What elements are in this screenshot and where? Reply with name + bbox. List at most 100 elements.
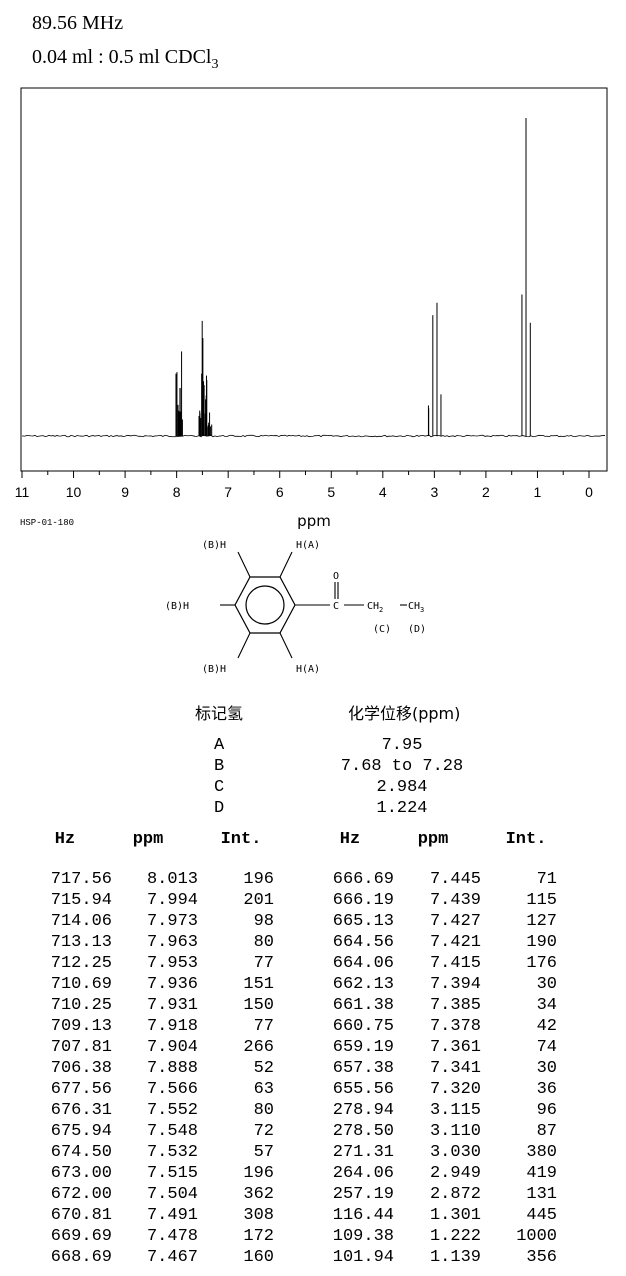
peak-table-header: Hz: [54, 830, 76, 849]
x-tick-label: 1: [534, 484, 542, 500]
spectrometer-frequency: 89.56 MHz: [32, 12, 124, 34]
peak-ppm: 7.888: [146, 1059, 198, 1078]
peak-ppm: 7.467: [146, 1248, 198, 1267]
label-ch3: CH3: [408, 601, 424, 614]
shift-row-value: 1.224: [376, 799, 428, 818]
peak-hz: 713.13: [50, 933, 112, 952]
peak-ppm: 2.872: [429, 1185, 481, 1204]
peak-intensity: 150: [243, 996, 274, 1015]
peak-intensity: 380: [526, 1143, 557, 1162]
peak-ppm: 1.222: [429, 1227, 481, 1246]
peak-hz: 670.81: [50, 1206, 112, 1225]
shift-row-label: D: [214, 799, 225, 818]
peak-hz: 278.50: [332, 1122, 394, 1141]
peak-ppm: 7.504: [146, 1185, 198, 1204]
x-tick-label: 3: [430, 484, 438, 500]
label-oxygen: O: [333, 571, 339, 582]
peak-ppm: 7.904: [146, 1038, 198, 1057]
peak-hz: 109.38: [332, 1227, 394, 1246]
x-tick-label: 11: [15, 484, 30, 500]
peak-hz: 707.81: [50, 1038, 112, 1057]
peak-intensity: 176: [526, 954, 557, 973]
shift-row-label: C: [214, 778, 225, 797]
peak-intensity: 190: [526, 933, 557, 952]
peak-ppm: 7.566: [146, 1080, 198, 1099]
peak-intensity: 131: [526, 1185, 557, 1204]
peak-ppm: 7.953: [146, 954, 198, 973]
peak-intensity: 201: [243, 891, 274, 910]
peak-ppm: 7.491: [146, 1206, 198, 1225]
peak-hz: 677.56: [50, 1080, 112, 1099]
peak-intensity: 52: [253, 1059, 274, 1078]
peak-intensity: 308: [243, 1206, 274, 1225]
peak-hz: 666.19: [332, 891, 394, 910]
x-tick-label: 10: [66, 484, 82, 500]
shift-row-label: A: [214, 736, 225, 755]
peak-ppm: 8.013: [146, 870, 198, 889]
peak-ppm: 7.548: [146, 1122, 198, 1141]
peak-intensity: 419: [526, 1164, 557, 1183]
peak-intensity: 196: [243, 1164, 274, 1183]
x-tick-label: 8: [173, 484, 181, 500]
peak-intensity: 74: [536, 1038, 557, 1057]
peak-hz: 673.00: [50, 1164, 112, 1183]
label-c: (C): [373, 624, 391, 635]
peak-ppm: 7.427: [429, 912, 481, 931]
peak-hz: 674.50: [50, 1143, 112, 1162]
x-tick-label: 0: [585, 484, 593, 500]
peak-ppm: 7.378: [429, 1017, 481, 1036]
peak-ppm: 3.110: [429, 1122, 481, 1141]
benzene-ring: [234, 576, 296, 634]
peak-ppm: 1.139: [429, 1248, 481, 1267]
x-tick-label: 5: [327, 484, 335, 500]
x-tick-label: 2: [482, 484, 490, 500]
peak-ppm: 7.394: [429, 975, 481, 994]
peak-intensity: 30: [536, 1059, 557, 1078]
peak-ppm: 7.552: [146, 1101, 198, 1120]
peak-ppm: 7.994: [146, 891, 198, 910]
peak-hz: 271.31: [332, 1143, 394, 1162]
peak-hz: 715.94: [50, 891, 112, 910]
x-tick-label: 9: [121, 484, 129, 500]
peak-intensity: 98: [253, 912, 274, 931]
peak-intensity: 356: [526, 1248, 557, 1267]
peak-ppm: 7.973: [146, 912, 198, 931]
bond-h-bottom-right: [279, 632, 293, 659]
label-h-top-left: (B)H: [202, 540, 226, 551]
peak-intensity: 42: [536, 1017, 557, 1036]
peak-table-header: ppm: [132, 830, 164, 849]
peak-ppm: 7.963: [146, 933, 198, 952]
peak-ppm: 3.115: [429, 1101, 481, 1120]
peak-ppm: 2.949: [429, 1164, 481, 1183]
peak-table-header: Int.: [220, 830, 262, 849]
peak-ppm: 7.421: [429, 933, 481, 952]
peak-ppm: 7.478: [146, 1227, 198, 1246]
peak-intensity: 445: [526, 1206, 557, 1225]
peak-hz: 101.94: [332, 1248, 394, 1267]
molecule-structure: (B)H H(A) (B)H (B)H H(A) O C CH2 CH3 (C)…: [165, 540, 426, 675]
sample-main: 0.04 ml : 0.5 ml CDCl: [32, 46, 212, 68]
peak-ppm: 7.515: [146, 1164, 198, 1183]
peak-hz: 116.44: [332, 1206, 394, 1225]
peak-ppm: 7.936: [146, 975, 198, 994]
peak-hz: 675.94: [50, 1122, 112, 1141]
sample-description: 0.04 ml : 0.5 ml CDCl3: [32, 46, 218, 73]
label-h-left: (B)H: [165, 601, 189, 612]
peak-intensity: 266: [243, 1038, 274, 1057]
shift-row-value: 2.984: [376, 778, 428, 797]
peak-ppm: 7.385: [429, 996, 481, 1015]
peak-hz: 709.13: [50, 1017, 112, 1036]
label-ch2: CH2: [367, 601, 383, 614]
peak-hz: 659.19: [332, 1038, 394, 1057]
peak-table-header: Int.: [505, 830, 547, 849]
x-axis-label: ppm: [297, 512, 331, 530]
peak-intensity: 80: [253, 933, 274, 952]
peak-intensity: 34: [536, 996, 557, 1015]
peak-ppm: 7.341: [429, 1059, 481, 1078]
peak-hz: 710.69: [50, 975, 112, 994]
bond-h-top-left: [237, 551, 251, 578]
peak-hz: 660.75: [332, 1017, 394, 1036]
peak-intensity: 63: [253, 1080, 274, 1099]
peak-hz: 717.56: [50, 870, 112, 889]
